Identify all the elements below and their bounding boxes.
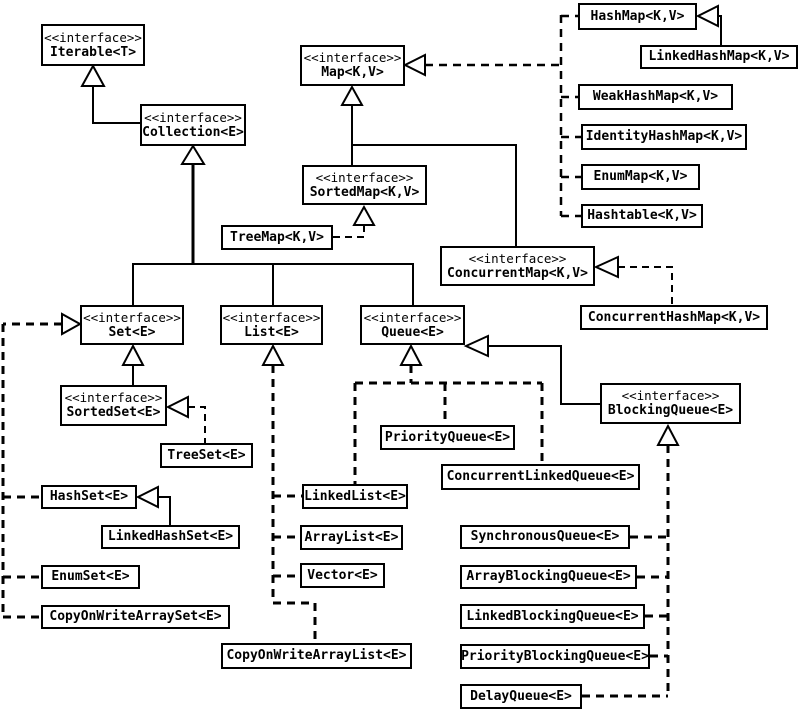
edge-concurrenthashmap-implements-concurrentmap xyxy=(593,255,673,305)
class-name: ConcurrentHashMap<K,V> xyxy=(587,309,761,325)
interface-name: SortedSet<E> xyxy=(66,405,161,420)
stereotype-label: <<interface>> xyxy=(468,250,567,266)
class-name: HashMap<K,V> xyxy=(590,8,685,24)
interface-name: ConcurrentMap<K,V> xyxy=(447,265,588,281)
interface-queue: <<interface>> Queue<E> xyxy=(360,305,465,345)
class-name: PriorityBlockingQueue<E> xyxy=(461,648,649,664)
interface-iterable: <<interface>> Iterable<T> xyxy=(41,24,145,66)
interface-sortedset: <<interface>> SortedSet<E> xyxy=(60,385,167,426)
class-name: LinkedHashSet<E> xyxy=(107,529,234,544)
edge-set-list-queue-extend-collection xyxy=(132,144,414,305)
interface-map: <<interface>> Map<K,V> xyxy=(300,45,405,86)
edge-set-implementations xyxy=(1,312,83,619)
class-linkedhashmap: LinkedHashMap<K,V> xyxy=(640,45,798,69)
class-name: WeakHashMap<K,V> xyxy=(592,89,719,104)
interface-name: Iterable<T> xyxy=(49,44,137,60)
class-name: PriorityQueue<E> xyxy=(384,429,511,445)
class-treemap: TreeMap<K,V> xyxy=(221,225,333,250)
interface-set: <<interface>> Set<E> xyxy=(80,305,184,345)
stereotype-label: <<interface>> xyxy=(315,169,414,185)
edge-treeset-implements-sortedset xyxy=(165,395,206,443)
stereotype-label: <<interface>> xyxy=(222,309,321,325)
class-priorityqueue: PriorityQueue<E> xyxy=(380,425,515,450)
class-name: CopyOnWriteArraySet<E> xyxy=(49,609,222,624)
edge-list-implementations xyxy=(261,343,317,643)
edge-treemap-implements-sortedmap xyxy=(333,204,376,238)
class-name: LinkedHashMap<K,V> xyxy=(648,49,790,64)
class-hashmap: HashMap<K,V> xyxy=(578,3,697,30)
interface-name: Set<E> xyxy=(108,324,156,340)
stereotype-label: <<interface>> xyxy=(83,309,181,325)
class-name: Hashtable<K,V> xyxy=(587,208,697,223)
class-name: IdentityHashMap<K,V> xyxy=(585,129,743,144)
interface-name: Map<K,V> xyxy=(321,65,384,80)
interface-concurrentmap: <<interface>> ConcurrentMap<K,V> xyxy=(440,246,595,286)
class-arraylist: ArrayList<E> xyxy=(300,525,403,550)
edge-sortedmap-concurrentmap-extend-map xyxy=(340,84,517,246)
interface-name: BlockingQueue<E> xyxy=(607,403,734,418)
interface-name: List<E> xyxy=(244,324,299,340)
class-arrayblockingqueue: ArrayBlockingQueue<E> xyxy=(460,565,637,589)
class-delayqueue: DelayQueue<E> xyxy=(460,684,582,709)
class-copyonwritearraylist: CopyOnWriteArrayList<E> xyxy=(221,643,412,669)
class-name: EnumSet<E> xyxy=(51,569,130,584)
class-copyonwritearrayset: CopyOnWriteArraySet<E> xyxy=(41,605,230,629)
class-synchronousqueue: SynchronousQueue<E> xyxy=(460,525,630,549)
class-name: TreeMap<K,V> xyxy=(230,229,324,245)
class-name: LinkedBlockingQueue<E> xyxy=(466,608,639,624)
interface-list: <<interface>> List<E> xyxy=(220,305,323,345)
edge-blockingqueue-implementations xyxy=(582,423,680,698)
class-treeset: TreeSet<E> xyxy=(160,443,253,468)
stereotype-label: <<interface>> xyxy=(64,390,163,405)
class-name: ArrayList<E> xyxy=(304,529,399,545)
interface-blockingqueue: <<interface>> BlockingQueue<E> xyxy=(600,383,741,424)
class-hashset: HashSet<E> xyxy=(41,485,137,509)
interface-sortedmap: <<interface>> SortedMap<K,V> xyxy=(302,165,427,205)
stereotype-label: <<interface>> xyxy=(621,388,720,403)
edge-collection-extends-iterable xyxy=(80,63,140,124)
edge-linkedhashmap-extends-hashmap xyxy=(695,4,722,45)
class-identityhashmap: IdentityHashMap<K,V> xyxy=(581,124,747,150)
class-linkedhashset: LinkedHashSet<E> xyxy=(101,525,240,549)
stereotype-label: <<interface>> xyxy=(44,29,142,45)
interface-collection: <<interface>> Collection<E> xyxy=(140,104,246,146)
class-name: SynchronousQueue<E> xyxy=(470,529,620,544)
class-name: EnumMap<K,V> xyxy=(593,169,688,184)
class-name: ArrayBlockingQueue<E> xyxy=(466,569,631,584)
edge-queue-implementations xyxy=(353,343,544,484)
edge-map-implementations xyxy=(402,14,581,218)
interface-name: Queue<E> xyxy=(381,324,444,340)
stereotype-label: <<interface>> xyxy=(363,309,462,325)
class-concurrenthashmap: ConcurrentHashMap<K,V> xyxy=(580,305,768,330)
class-hashtable: Hashtable<K,V> xyxy=(581,204,703,228)
class-vector: Vector<E> xyxy=(300,563,385,588)
class-name: TreeSet<E> xyxy=(167,447,246,463)
class-enumset: EnumSet<E> xyxy=(41,565,140,589)
interface-name: Collection<E> xyxy=(142,124,244,140)
class-name: LinkedList<E> xyxy=(304,488,406,504)
class-name: Vector<E> xyxy=(307,567,378,583)
class-name: CopyOnWriteArrayList<E> xyxy=(226,648,407,663)
edge-blockingqueue-extends-queue xyxy=(463,334,600,405)
class-name: DelayQueue<E> xyxy=(470,688,572,704)
class-enummap: EnumMap<K,V> xyxy=(581,164,700,190)
stereotype-label: <<interface>> xyxy=(303,50,402,65)
class-weakhashmap: WeakHashMap<K,V> xyxy=(578,84,733,110)
interface-name: SortedMap<K,V> xyxy=(309,184,420,200)
class-concurrentlinkedqueue: ConcurrentLinkedQueue<E> xyxy=(441,464,640,490)
class-name: HashSet<E> xyxy=(49,489,129,504)
class-priorityblockingqueue: PriorityBlockingQueue<E> xyxy=(460,644,650,669)
class-linkedlist: LinkedList<E> xyxy=(302,484,408,509)
class-name: ConcurrentLinkedQueue<E> xyxy=(446,469,635,484)
class-linkedblockingqueue: LinkedBlockingQueue<E> xyxy=(460,604,645,629)
edge-sortedset-extends-set xyxy=(121,343,145,385)
stereotype-label: <<interface>> xyxy=(144,109,242,125)
edge-linkedhashset-extends-hashset xyxy=(135,485,171,525)
